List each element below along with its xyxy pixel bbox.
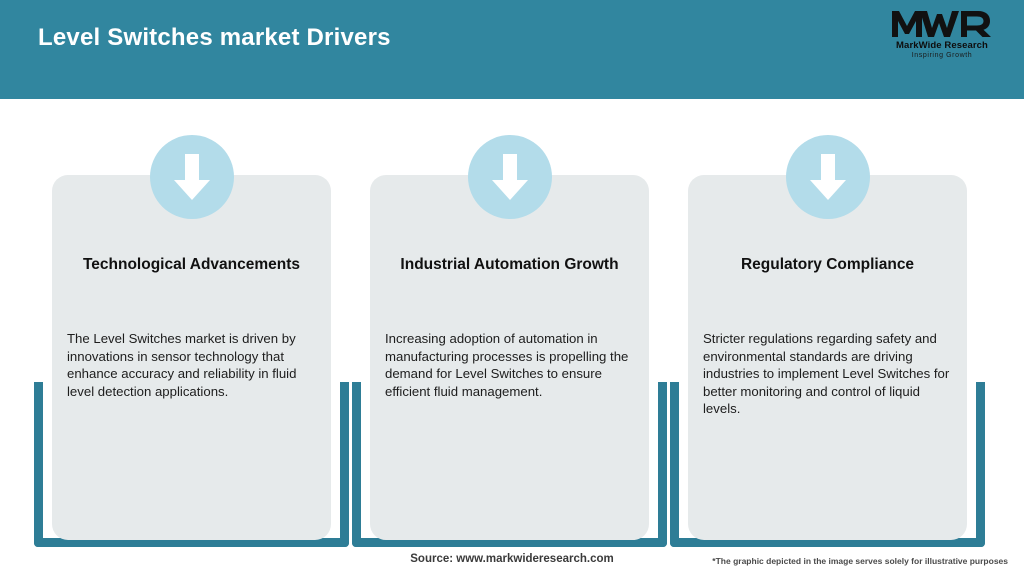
card-body-text: Stricter regulations regarding safety an…: [703, 331, 950, 416]
arrow-down-glyph: [491, 154, 528, 200]
driver-card-2: Industrial Automation Growth Increasing …: [352, 99, 667, 547]
arrow-down-icon: [467, 135, 552, 219]
card-surface[interactable]: Technological Advancements The Level Swi…: [52, 175, 331, 540]
illustrative-disclaimer: *The graphic depicted in the image serve…: [712, 556, 1008, 566]
card-surface[interactable]: Regulatory Compliance Stricter regulatio…: [688, 175, 967, 540]
page-header: Level Switches market Drivers MarkWide R…: [0, 0, 1024, 99]
drivers-card-row: Technological Advancements The Level Swi…: [0, 99, 1024, 547]
arrow-down-icon: [785, 135, 870, 219]
arrow-down-glyph: [809, 154, 846, 200]
driver-card-3: Regulatory Compliance Stricter regulatio…: [670, 99, 985, 547]
page-title: Level Switches market Drivers: [38, 24, 391, 51]
brand-logo: MarkWide Research Inspiring Growth: [882, 8, 1002, 66]
card-bracket-accent: [352, 382, 667, 547]
card-body-text: The Level Switches market is driven by i…: [67, 331, 297, 399]
driver-card-1: Technological Advancements The Level Swi…: [34, 99, 349, 547]
card-surface[interactable]: Industrial Automation Growth Increasing …: [370, 175, 649, 540]
source-attribution: Source: www.markwideresearch.com: [410, 553, 614, 565]
card-title: Technological Advancements: [82, 256, 301, 273]
mwr-logomark-icon: [892, 11, 991, 37]
card-title: Regulatory Compliance: [740, 256, 915, 273]
card-bracket-accent: [670, 382, 985, 547]
card-title: Industrial Automation Growth: [400, 256, 619, 273]
arrow-down-glyph: [173, 154, 210, 200]
card-body-text: Increasing adoption of automation in man…: [385, 331, 629, 399]
logo-company-name: MarkWide Research: [896, 40, 988, 51]
arrow-down-icon: [149, 135, 234, 219]
card-bracket-accent: [34, 382, 349, 547]
logo-tagline: Inspiring Growth: [911, 52, 973, 59]
